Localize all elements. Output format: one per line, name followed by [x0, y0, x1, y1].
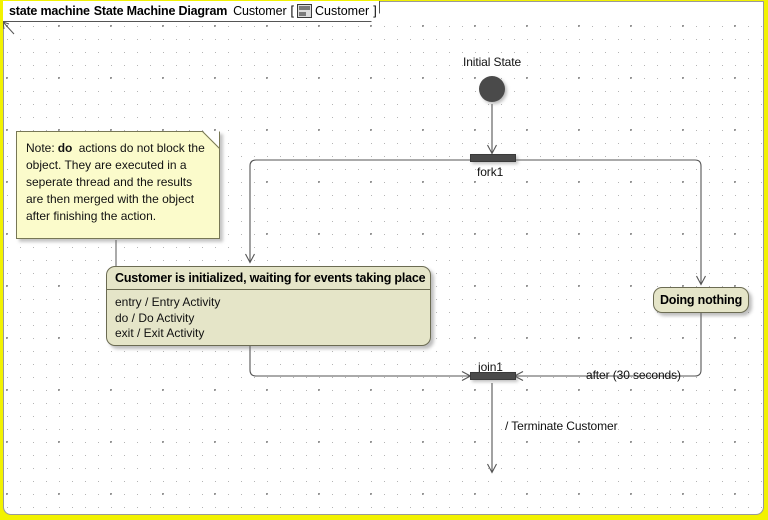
note-shape[interactable]: Note:do actions do not block the object.…: [16, 131, 220, 239]
diagram-kind-label: state machine: [9, 4, 90, 18]
bracket-open: [: [290, 4, 294, 18]
state-activity-exit: exit / Exit Activity: [115, 326, 205, 340]
transition-doing-nothing-to-join: [513, 313, 702, 381]
diagram-header-tab[interactable]: state machine State Machine Diagram Cust…: [3, 1, 380, 22]
note-emphasis: do: [57, 141, 73, 155]
transition-label-after-30-seconds: after (30 seconds): [586, 368, 681, 382]
join-bar-node[interactable]: [470, 372, 516, 380]
state-customer-initialized[interactable]: Customer is initialized, waiting for eve…: [106, 266, 431, 346]
transition-fork-to-customer-state: [245, 159, 470, 264]
diagram-type-label: State Machine Diagram: [93, 4, 228, 18]
fork-label: fork1: [477, 165, 504, 179]
fork-bar-node[interactable]: [470, 154, 516, 162]
header-tab-cut-corner: [370, 13, 380, 22]
diagram-name-label: Customer: [233, 4, 287, 18]
state-activities: entry / Entry Activity do / Do Activity …: [107, 290, 430, 345]
transition-customer-state-to-join: [249, 346, 472, 381]
state-doing-nothing-label: Doing nothing: [659, 293, 743, 307]
state-doing-nothing[interactable]: Doing nothing: [653, 287, 749, 313]
class-diagram-icon: [297, 4, 312, 18]
diagram-context-label: Customer: [315, 4, 370, 18]
state-activity-entry: entry / Entry Activity: [115, 295, 221, 309]
bracket-close: ]: [373, 4, 377, 18]
transition-label-terminate-customer: / Terminate Customer: [505, 419, 618, 433]
initial-state-label: Initial State: [463, 55, 522, 69]
state-activity-do: do / Do Activity: [115, 310, 195, 325]
initial-state-node[interactable]: [479, 76, 505, 102]
transition-fork-to-doing-nothing: [515, 159, 706, 286]
state-title: Customer is initialized, waiting for eve…: [107, 267, 430, 290]
note-prefix: Note:: [26, 141, 55, 155]
note-fold-lines: [202, 131, 220, 149]
